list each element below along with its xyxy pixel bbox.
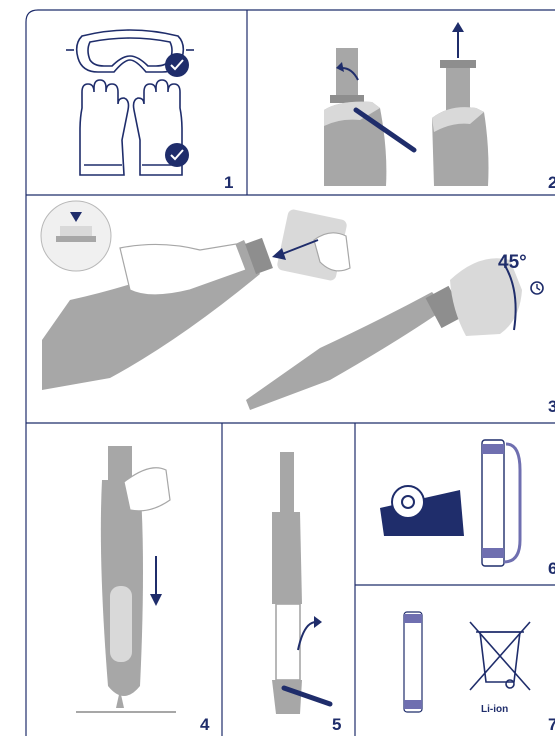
battery-icon [482,440,520,566]
panel-2 [324,22,489,186]
panel-6 [380,440,520,566]
step-number-6: 6 [548,560,555,577]
rotate-icon [531,282,543,294]
device-left [324,48,386,186]
head-inset [41,201,111,271]
tape-dispenser-icon [380,486,464,536]
panel-3: 45° [41,201,543,410]
battery-type-label: Li-ion [481,704,508,715]
curved-arrow-icon [298,616,322,650]
panel-1 [66,30,194,175]
battery-icon [404,612,422,712]
replacement-head [276,208,350,281]
crossed-bin-icon [470,622,530,690]
checkmark-icon [165,53,189,77]
handle-right [246,258,522,410]
panel-4 [76,446,176,712]
panel-7: Li-ion [404,612,530,715]
step-number-2: 2 [548,174,555,191]
arrow-down-icon [150,556,162,606]
step-number-5: 5 [332,716,341,733]
device-right [432,60,489,186]
step-number-7: 7 [548,716,555,733]
step-number-4: 4 [200,716,209,733]
angle-label: 45° [498,252,527,273]
step-number-3: 3 [548,398,555,415]
step-number-1: 1 [224,174,233,191]
checkmark-icon [165,143,189,167]
panel-5 [272,452,330,714]
arrow-up-icon [452,22,464,58]
